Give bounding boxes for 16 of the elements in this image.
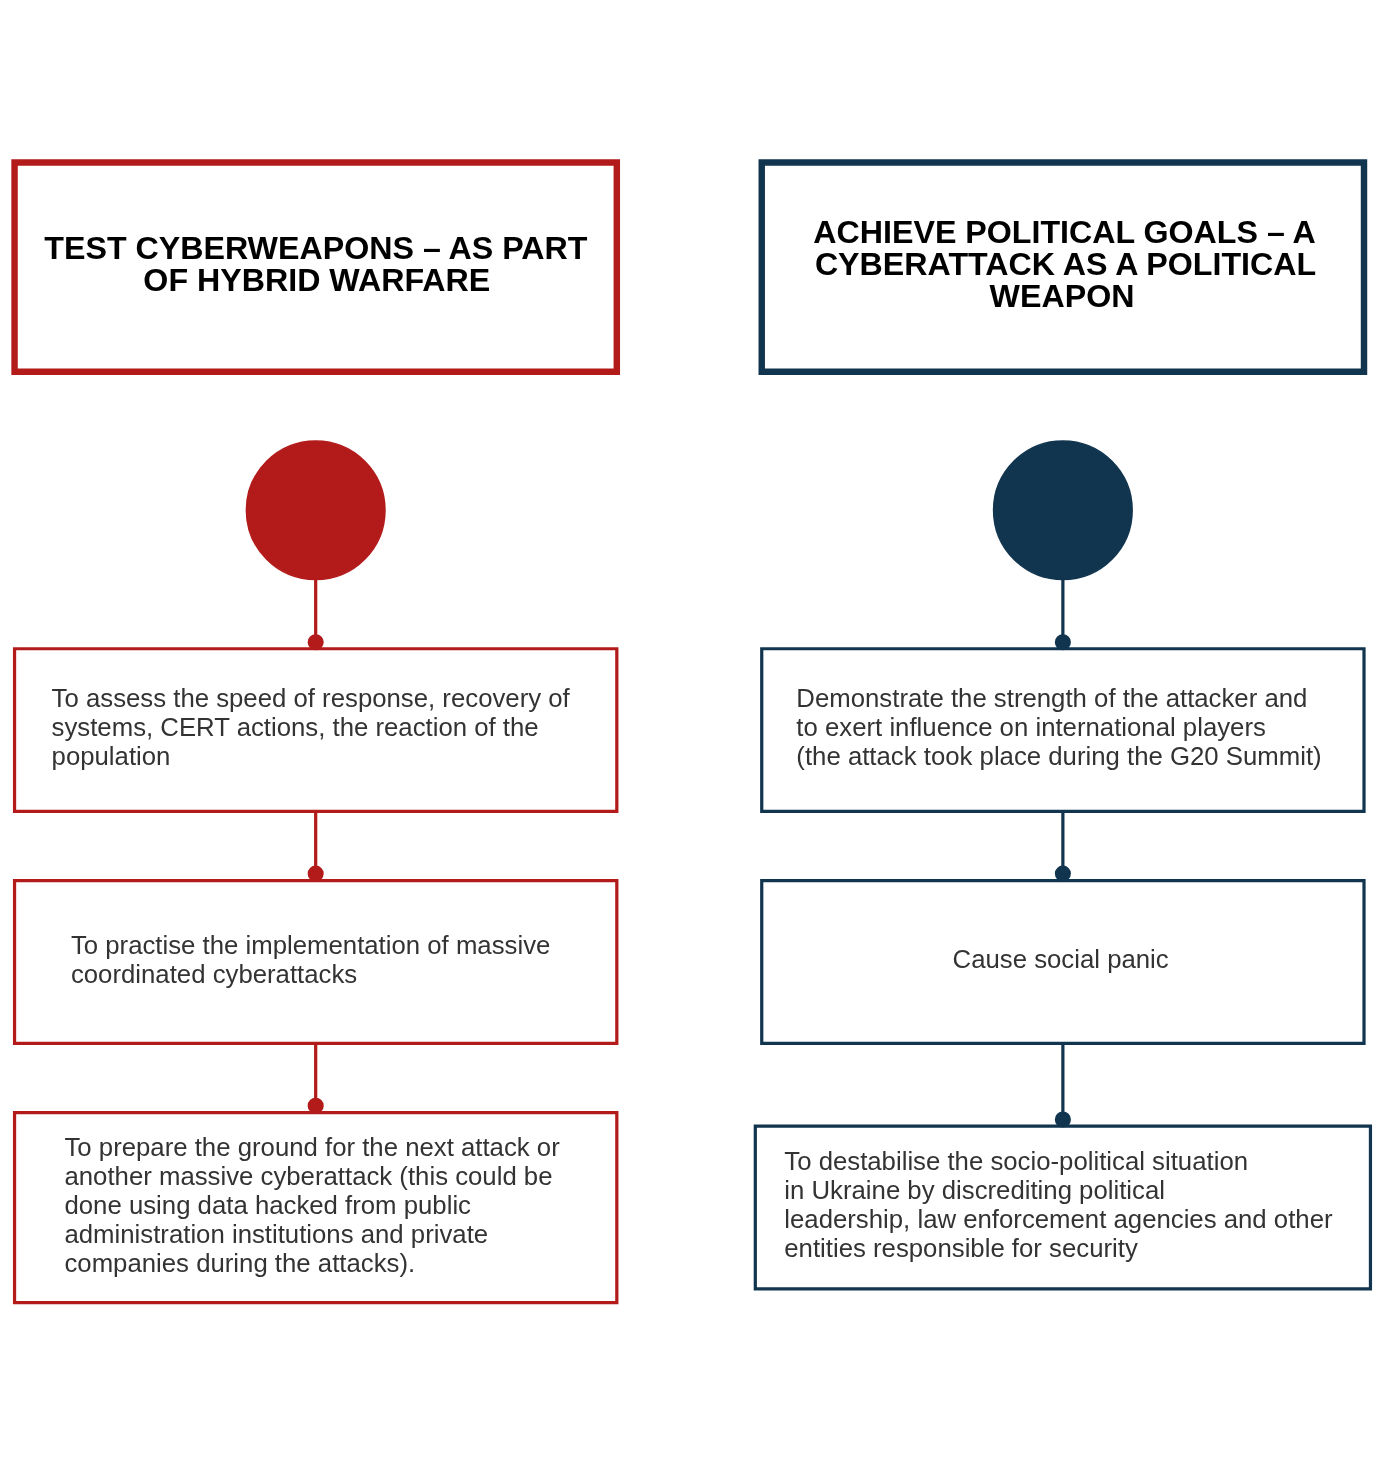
node-circle [992,440,1133,581]
node-box: Demonstrate the strength of the attacker and to exert influence on international players (the attack took place during the G20 Summit) [760,647,1366,813]
connector [1054,579,1071,651]
connector [307,811,324,882]
node-box: ACHIEVE POLITICAL GOALS – A CYBERATTACK AS A POLITICAL WEAPON [758,159,1368,375]
node-box: To assess the speed of response, recovery of systems, CERT actions, the reaction of the population [12,647,619,813]
node-box: Cause social panic [760,879,1366,1045]
node-circle [245,440,386,581]
node-box: To practise the implementation of massive coordinated cyberattacks [12,879,619,1045]
connector [307,1043,324,1114]
node-box: TEST CYBERWEAPONS – AS PART OF HYBRID WARFARE [11,159,621,375]
node-box: To destabilise the socio-political situation in Ukraine by discrediting political leadership, law enforcement agencies and other entities responsible for security [753,1124,1373,1291]
connector [307,579,324,651]
node-box: To prepare the ground for the next attack or another massive cyberattack (this could be done using data hacked from public administration institutions and private companies during the attacks). [12,1110,619,1305]
connector [1054,1043,1071,1128]
connector [1054,811,1071,882]
